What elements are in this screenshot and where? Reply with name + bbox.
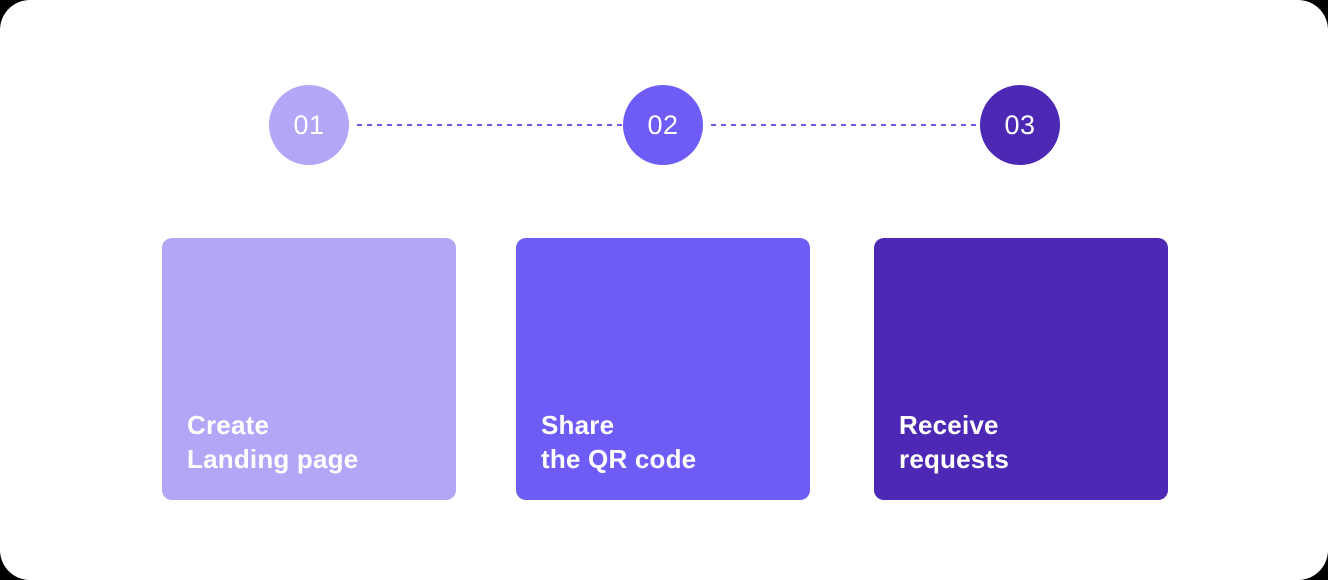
- step-card-2-line1: Share: [541, 410, 615, 440]
- step-number-2: 02: [647, 109, 679, 140]
- step-cards: Create Landing page Share the QR code Re…: [0, 238, 1328, 500]
- step-card-3-line2: requests: [899, 444, 1009, 474]
- step-circle-2[interactable]: 02: [623, 85, 703, 165]
- step-number-1: 01: [293, 109, 325, 140]
- step-card-3-line1: Receive: [899, 410, 999, 440]
- step-circle-1[interactable]: 01: [269, 85, 349, 165]
- step-card-1-line1: Create: [187, 410, 270, 440]
- step-circle-3[interactable]: 03: [980, 85, 1060, 165]
- step-card-1[interactable]: Create Landing page: [162, 238, 456, 500]
- step-number-3: 03: [1004, 109, 1036, 140]
- step-card-2-line2: the QR code: [541, 444, 697, 474]
- step-card-2[interactable]: Share the QR code: [516, 238, 810, 500]
- stepper-connector-2-3: [711, 124, 977, 126]
- stepper: 01 02 03: [0, 85, 1328, 165]
- step-card-1-line2: Landing page: [187, 444, 359, 474]
- stepper-connector-1-2: [357, 124, 625, 126]
- step-card-3[interactable]: Receive requests: [874, 238, 1168, 500]
